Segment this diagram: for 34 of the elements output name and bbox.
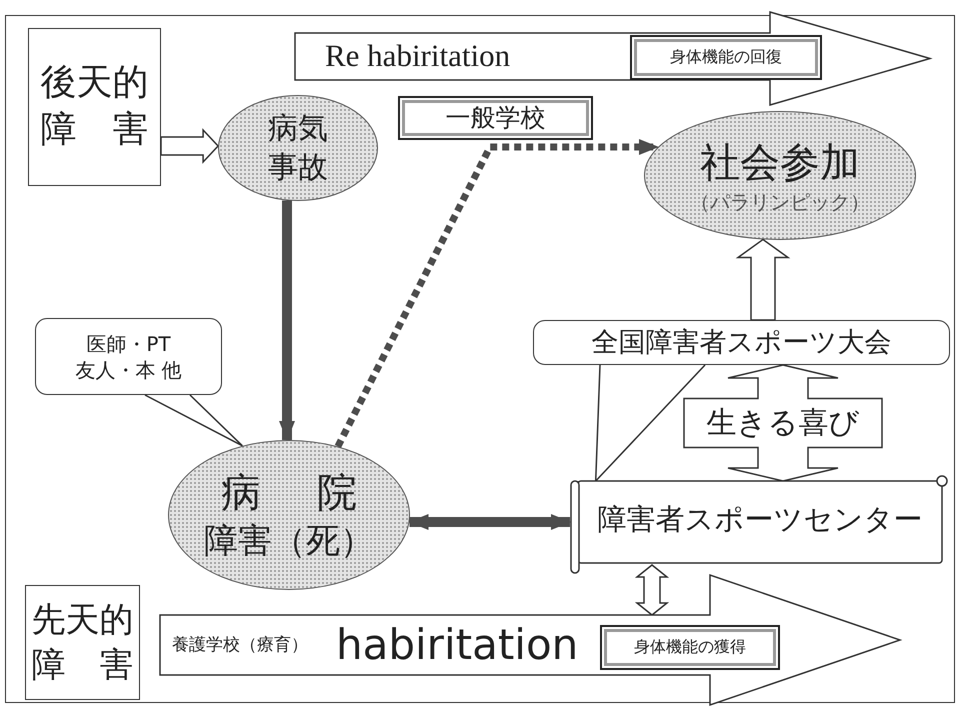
callout-tail	[594, 364, 706, 482]
category-box	[28, 28, 161, 186]
node-text: Re habiritation	[325, 37, 510, 76]
node-text: habiritation	[336, 618, 578, 671]
node-text: 一般学校	[446, 102, 546, 134]
node-text: 友人・本 他	[75, 356, 182, 382]
node-text: 後天的障害	[40, 61, 148, 152]
node-text: 全国障害者スポーツ大会	[592, 326, 892, 360]
node-text: 社会参加	[700, 138, 860, 188]
node-text: （パラリンピック）	[690, 188, 870, 214]
node-text: 障害者スポーツセンター	[598, 501, 922, 538]
bevel-label-box	[398, 96, 593, 140]
callout-tail	[144, 394, 244, 447]
node-text: 身体機能の回復	[670, 47, 782, 68]
block-arrow	[736, 238, 790, 321]
speech-callout	[533, 320, 950, 365]
category-box	[25, 585, 140, 700]
node-text: 養護学校（療育）	[172, 634, 308, 656]
double-block-arrow	[683, 364, 883, 482]
node-text: 医師・PT	[86, 330, 171, 356]
node-text: 障害（死）	[204, 520, 374, 563]
edge-label: 生きる喜び	[706, 404, 860, 442]
node-text: 病院	[221, 468, 357, 518]
node-text: 病気事故	[268, 110, 328, 187]
speech-callout	[35, 318, 222, 395]
arrow	[408, 514, 571, 530]
block-arrow	[160, 128, 219, 164]
arrow	[279, 200, 295, 441]
node-text: 身体機能の獲得	[634, 637, 746, 658]
dashed-arrow	[334, 139, 659, 448]
node-text: 先天的障害	[32, 599, 134, 686]
double-block-arrow	[634, 564, 670, 616]
bevel-label-box	[600, 625, 780, 670]
bevel-label-box	[630, 35, 822, 80]
